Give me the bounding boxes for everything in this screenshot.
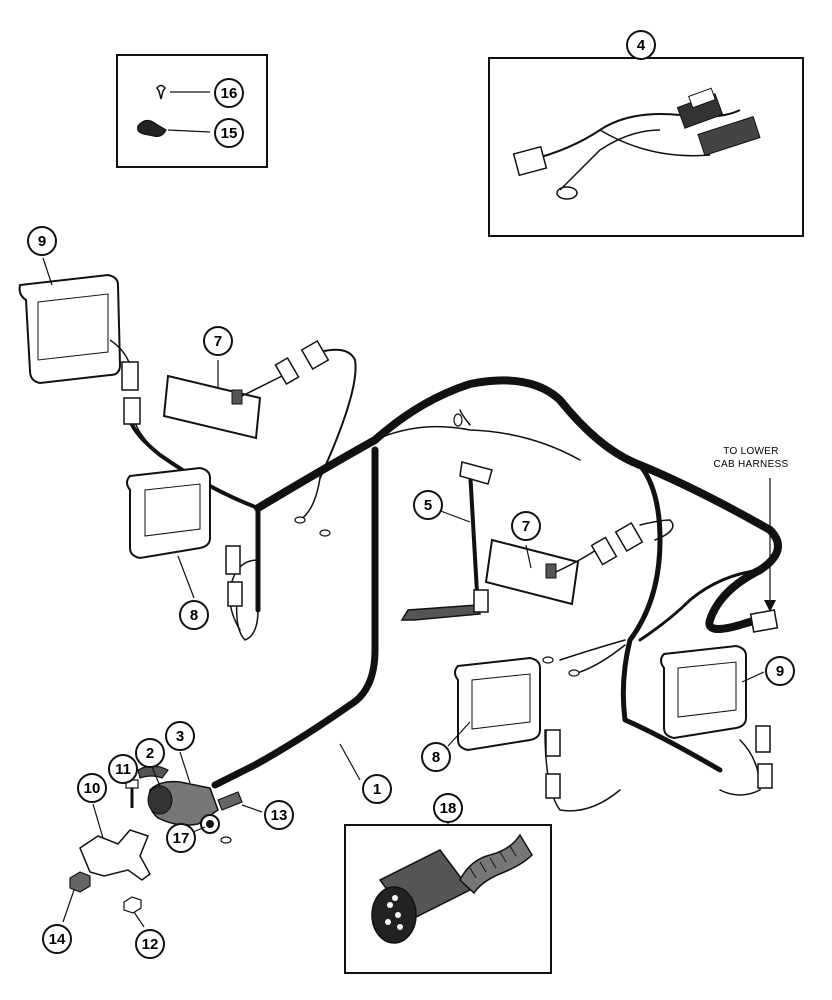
- svg-text:9: 9: [776, 663, 784, 680]
- callout-2: 2: [135, 738, 165, 768]
- svg-text:4: 4: [637, 37, 646, 54]
- callout-labels: 1 2 3 4 5 7 7 8: [27, 30, 795, 959]
- callout-8-left: 8: [179, 600, 209, 630]
- callout-11: 11: [108, 754, 138, 784]
- svg-text:11: 11: [115, 761, 131, 778]
- svg-text:7: 7: [214, 333, 222, 350]
- svg-text:14: 14: [49, 931, 66, 948]
- lamp-9-left: [18, 273, 141, 425]
- inset-box-fasteners: [116, 54, 268, 168]
- lamp-8-right: [454, 656, 561, 799]
- callout-16: 16: [214, 78, 244, 108]
- callout-8-right: 8: [421, 742, 451, 772]
- callout-13: 13: [264, 800, 294, 830]
- lower-cab-harness-note: TO LOWER CAB HARNESS: [714, 446, 789, 470]
- callout-12: 12: [135, 929, 165, 959]
- lower-cab-arrow: [749, 478, 779, 633]
- lamp-8-left: [126, 466, 243, 607]
- callout-5: 5: [413, 490, 443, 520]
- inset-box-adapter-harness: [488, 50, 804, 237]
- svg-text:8: 8: [432, 749, 440, 766]
- callout-17: 17: [166, 823, 196, 853]
- callout-9-left: 9: [27, 226, 57, 256]
- callout-4: 4: [626, 30, 656, 60]
- callout-7-right: 7: [511, 511, 541, 541]
- svg-text:16: 16: [221, 85, 238, 102]
- inset-box-trailer-socket: [344, 821, 552, 974]
- svg-text:1: 1: [373, 781, 381, 798]
- svg-text:12: 12: [142, 936, 159, 953]
- svg-text:2: 2: [146, 745, 154, 762]
- callout-15: 15: [214, 118, 244, 148]
- svg-text:15: 15: [221, 125, 238, 142]
- note-line-2: CAB HARNESS: [714, 459, 789, 470]
- svg-text:3: 3: [176, 728, 184, 745]
- svg-text:17: 17: [173, 830, 190, 847]
- svg-text:13: 13: [271, 807, 288, 824]
- callout-1: 1: [362, 774, 392, 804]
- leader-lines: [42, 257, 765, 928]
- callout-9-right: 9: [765, 656, 795, 686]
- note-line-1: TO LOWER: [723, 446, 779, 457]
- svg-text:18: 18: [440, 800, 457, 817]
- svg-text:9: 9: [38, 233, 46, 250]
- screw-part-16: [156, 84, 210, 100]
- callout-10: 10: [77, 773, 107, 803]
- terminal-ends: [220, 413, 580, 844]
- svg-text:8: 8: [190, 607, 198, 624]
- lamp-7-right: [484, 521, 644, 606]
- clip-part-15: [137, 119, 211, 137]
- callout-18: 18: [433, 793, 463, 823]
- lamp-7-left: [162, 339, 330, 440]
- main-harness: [128, 348, 782, 812]
- callout-3: 3: [165, 721, 195, 751]
- svg-text:10: 10: [84, 780, 101, 797]
- lamp-9-right: [660, 644, 773, 789]
- svg-text:5: 5: [424, 497, 432, 514]
- callout-14: 14: [42, 924, 72, 954]
- callout-7-left: 7: [203, 326, 233, 356]
- svg-text:7: 7: [522, 518, 530, 535]
- bracket-part-5: [400, 461, 493, 621]
